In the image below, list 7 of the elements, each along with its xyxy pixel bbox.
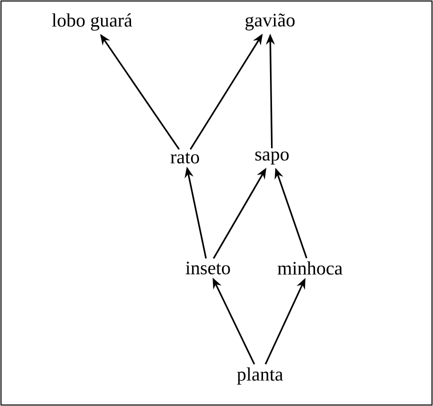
species-label: sapo	[255, 152, 289, 164]
species-label: minhoca	[278, 261, 342, 275]
species-label: lobo guará	[52, 13, 132, 31]
species-label: gavião	[246, 14, 295, 30]
species-label: inseto	[186, 262, 230, 274]
species-label: planta	[237, 367, 283, 385]
species-label: rato	[170, 152, 200, 164]
